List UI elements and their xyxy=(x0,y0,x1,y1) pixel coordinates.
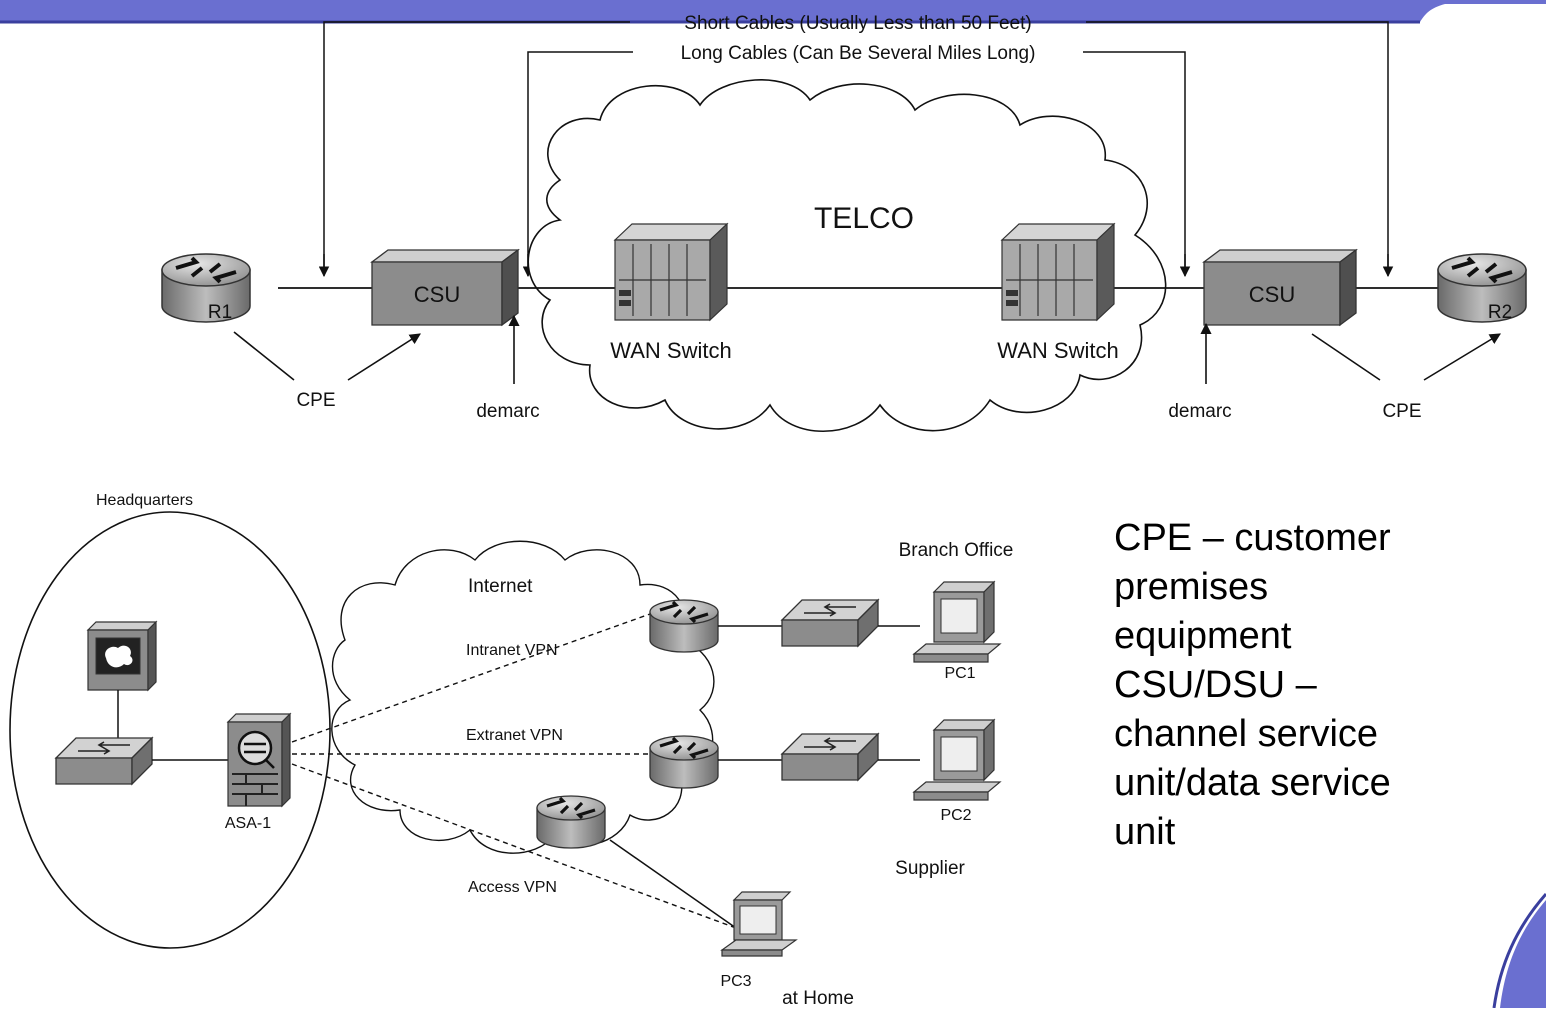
definition-line: channel service xyxy=(1114,713,1379,755)
pc1-label: PC1 xyxy=(944,665,975,682)
cpe-right-label: CPE xyxy=(1382,401,1421,422)
title-bar xyxy=(0,0,1546,22)
pc2-label: PC2 xyxy=(940,807,971,824)
supplier-switch[interactable] xyxy=(781,733,879,781)
at-home-label: at Home xyxy=(782,988,854,1008)
csu-right-label: CSU xyxy=(1249,282,1295,307)
asa-firewall[interactable]: ASA-1 xyxy=(225,712,292,832)
corner-swoosh xyxy=(1500,900,1546,1008)
branch-office-label: Branch Office xyxy=(899,540,1014,561)
definition-line: premises xyxy=(1114,566,1269,608)
supplier-label: Supplier xyxy=(895,858,965,879)
access-vpn-tunnel xyxy=(291,763,737,929)
internet-label: Internet xyxy=(468,576,533,597)
csu-left-label: CSU xyxy=(414,282,460,307)
branch-router[interactable] xyxy=(648,598,720,654)
hq-switch[interactable] xyxy=(55,737,153,785)
csu-left[interactable]: CSU xyxy=(370,248,520,327)
headquarters-boundary xyxy=(9,511,331,949)
home-router-link xyxy=(609,839,737,929)
branch-switch[interactable] xyxy=(781,599,879,647)
supplier-router[interactable] xyxy=(648,734,720,790)
router-r2[interactable]: R2 xyxy=(1436,252,1528,324)
wan-switch-right[interactable]: WAN Switch xyxy=(997,222,1119,363)
router-r1[interactable]: R1 xyxy=(160,252,252,324)
router-r2-label: R2 xyxy=(1488,302,1512,323)
extranet-vpn-label: Extranet VPN xyxy=(466,727,563,744)
definition-line: unit xyxy=(1114,811,1176,853)
wan-switch-left[interactable]: WAN Switch xyxy=(610,222,732,363)
asa-label: ASA-1 xyxy=(225,815,271,832)
demarc-left-label: demarc xyxy=(476,401,539,422)
cpe-right-arrows xyxy=(1311,334,1500,381)
long-cables-label: Long Cables (Can Be Several Miles Long) xyxy=(681,43,1036,64)
router-r1-label: R1 xyxy=(208,302,232,323)
wan-switch-right-label: WAN Switch xyxy=(997,338,1118,363)
hq-server-pc[interactable] xyxy=(86,620,158,692)
telco-diagram: Short Cables (Usually Less than 50 Feet)… xyxy=(160,13,1528,432)
cpe-left-label: CPE xyxy=(296,390,335,411)
pc3-label: PC3 xyxy=(720,973,751,990)
definition-line: CSU/DSU – xyxy=(1114,664,1317,706)
short-cables-label: Short Cables (Usually Less than 50 Feet) xyxy=(684,13,1031,34)
pc2[interactable] xyxy=(913,719,1001,801)
definition-line: unit/data service xyxy=(1114,762,1391,804)
vpn-diagram: Headquarters Internet ASA-1 I xyxy=(9,492,1014,1009)
wan-switch-left-label: WAN Switch xyxy=(610,338,731,363)
home-router[interactable] xyxy=(535,794,607,850)
short-cables-bracket xyxy=(318,21,1394,278)
definition-line: equipment xyxy=(1114,615,1292,657)
corner-swoosh-border xyxy=(1492,893,1546,1009)
intranet-vpn-tunnel xyxy=(291,613,651,743)
telco-label: TELCO xyxy=(814,202,914,235)
definitions-text: CPE – customer premises equipment CSU/DS… xyxy=(1114,514,1534,857)
cpe-left-arrows xyxy=(233,332,420,381)
access-vpn-label: Access VPN xyxy=(468,879,557,896)
demarc-right-label: demarc xyxy=(1168,401,1231,422)
telco-cloud xyxy=(527,79,1167,432)
pc1[interactable] xyxy=(913,581,1001,663)
intranet-vpn-label: Intranet VPN xyxy=(466,642,558,659)
pc3-laptop[interactable] xyxy=(720,891,798,957)
headquarters-label: Headquarters xyxy=(96,492,193,509)
csu-right[interactable]: CSU xyxy=(1202,248,1358,327)
definition-line: CPE – customer xyxy=(1114,517,1391,559)
